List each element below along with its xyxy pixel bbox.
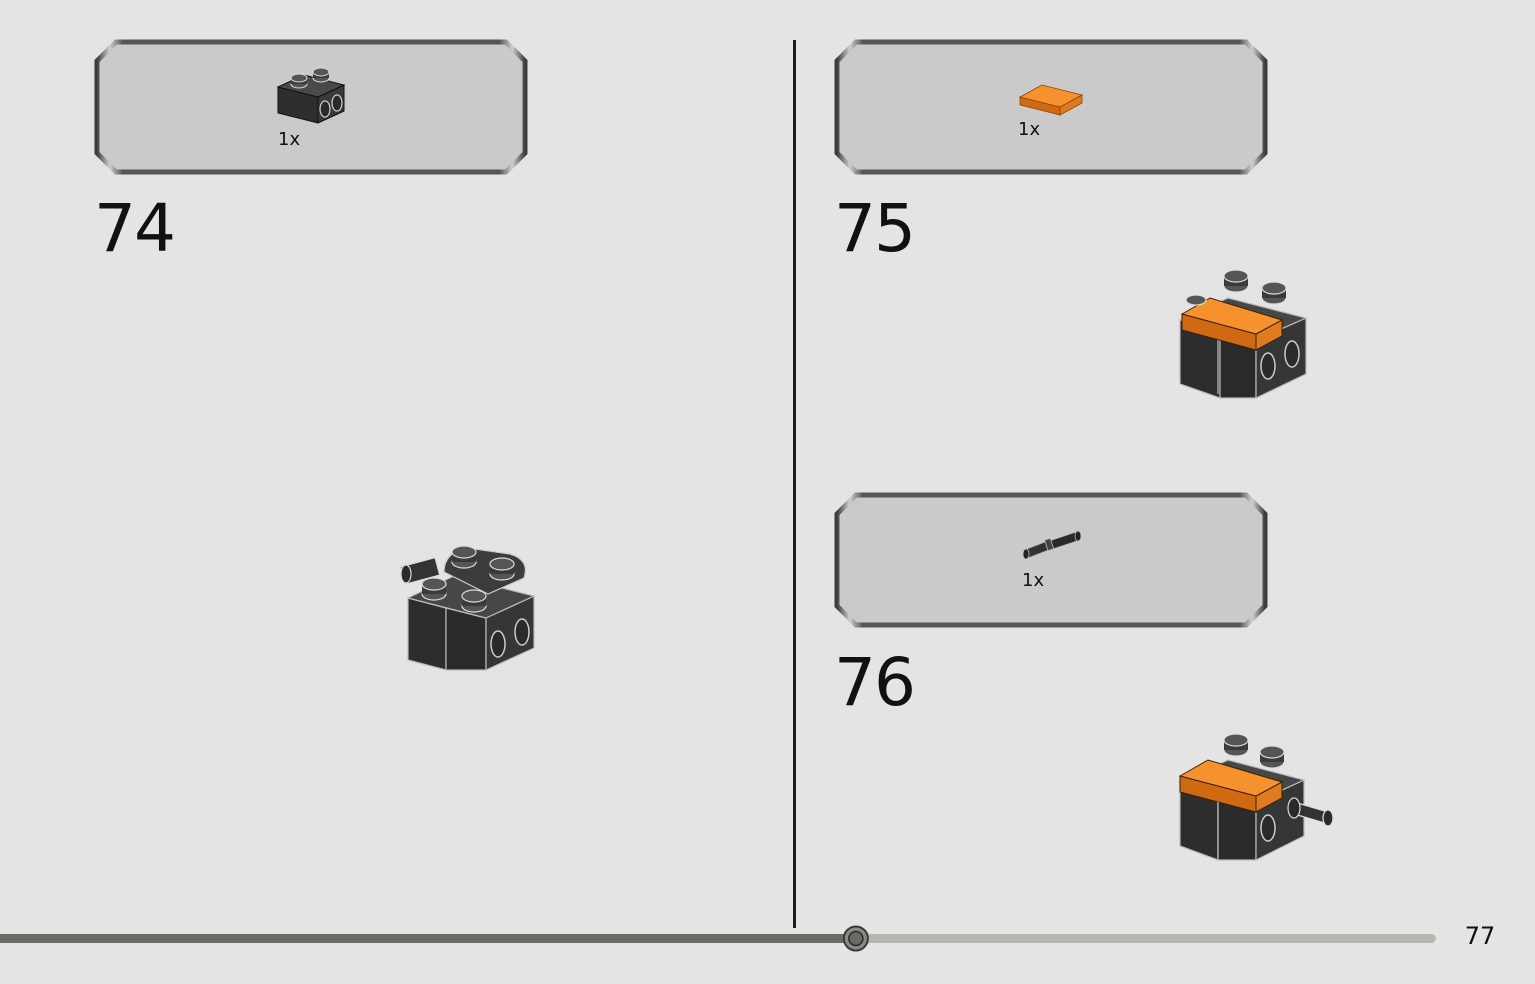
- step-number: 76: [834, 644, 916, 721]
- progress-bar: [0, 925, 1436, 952]
- parts-box-frame: [834, 492, 1268, 628]
- part-quantity: 1x: [278, 129, 301, 150]
- progress-marker: [842, 925, 869, 952]
- step-number: 74: [94, 190, 176, 267]
- orange-tile-1x2-icon: [1018, 84, 1084, 116]
- part-quantity: 1x: [1022, 570, 1045, 591]
- page-divider: [793, 40, 796, 928]
- assembly-illustration-step-76: [1178, 733, 1334, 861]
- parts-box-step-74: 1x: [94, 39, 528, 175]
- parts-box-step-76: 1x: [834, 492, 1268, 628]
- black-technic-brick-1x2-icon: [276, 67, 346, 124]
- progress-fill: [0, 934, 856, 943]
- black-technic-pin-icon: [1022, 530, 1082, 560]
- parts-box-step-75: 1x: [834, 39, 1268, 175]
- step-number: 75: [834, 190, 916, 267]
- assembly-illustration-step-74: [399, 545, 536, 671]
- part-quantity: 1x: [1018, 119, 1041, 140]
- assembly-illustration-step-75: [1178, 269, 1308, 399]
- page-number: 77: [1464, 922, 1496, 950]
